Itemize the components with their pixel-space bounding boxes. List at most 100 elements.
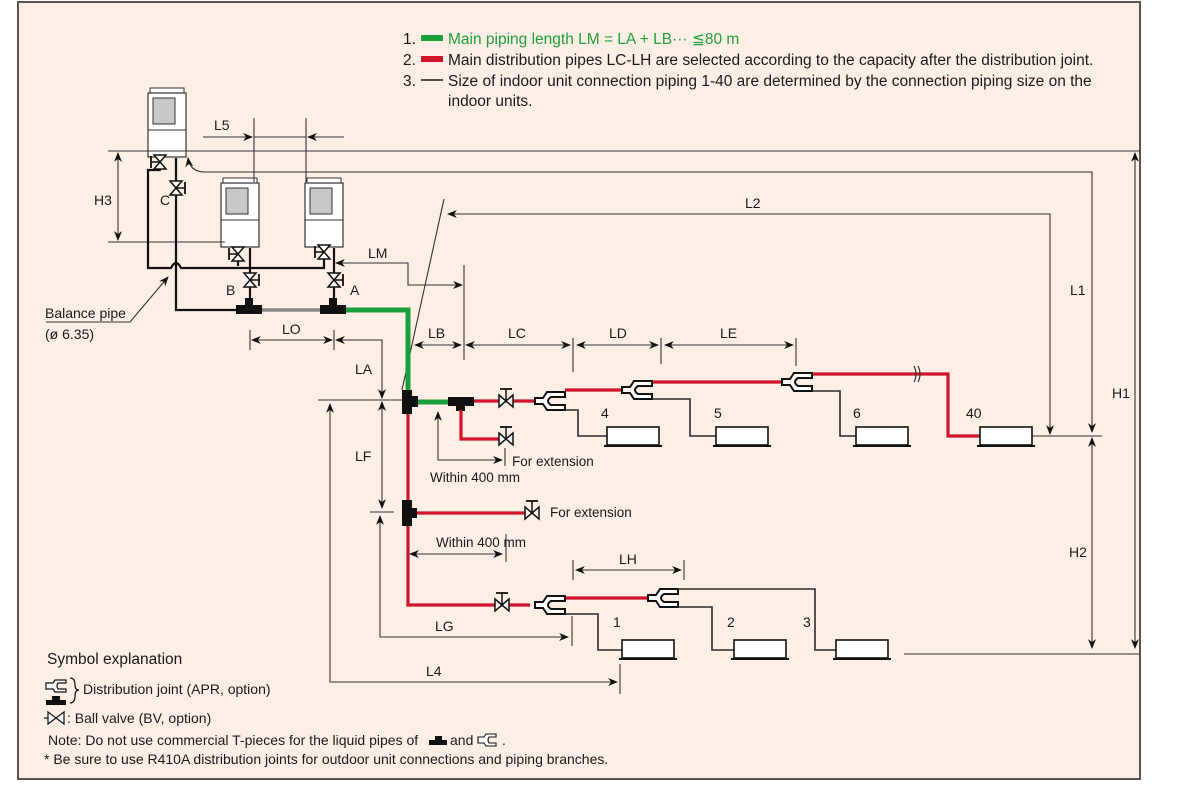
lo-label: LO	[282, 321, 301, 337]
note-3-text-line1: Size of indoor unit connection piping 1-…	[448, 73, 1092, 90]
l1-arrow-start	[185, 157, 206, 173]
legend-note-prefix: Note: Do not use commercial T-pieces for…	[48, 732, 418, 748]
unit-a-label: A	[350, 282, 360, 298]
indoor-unit-4-label: 4	[601, 405, 609, 421]
pipe-break-icon	[913, 365, 921, 383]
indoor-unit-40-icon	[976, 426, 1036, 447]
ball-valve-a-icon	[327, 272, 344, 288]
t-joint-a-icon	[320, 298, 346, 314]
ball-valve-extension-2-icon	[524, 500, 540, 520]
indoor-unit-1-icon	[618, 639, 678, 660]
note-2-num: 2.	[403, 52, 416, 69]
balance-pipe-pointer	[46, 276, 169, 323]
lh-label: LH	[619, 551, 637, 567]
distribution-joint-6-icon	[781, 372, 813, 392]
note-3-text-line2: indoor units.	[448, 93, 532, 110]
within-400-1-dimension	[434, 411, 503, 464]
h2-label: H2	[1069, 544, 1087, 560]
note-2-text: Main distribution pipes LC-LH are select…	[448, 52, 1093, 69]
indoor-unit-6-icon	[852, 426, 912, 447]
connection-pipe-6	[812, 390, 856, 437]
lc-label: LC	[508, 325, 526, 341]
indoor-unit-40-label: 40	[966, 405, 982, 421]
note-3-num: 3.	[403, 73, 416, 90]
legend-note-suffix: .	[502, 732, 506, 748]
note-1-text: Main piping length LM = LA + LB··· ≦80 m	[448, 31, 739, 48]
legend-title: Symbol explanation	[47, 651, 182, 668]
h3-label: H3	[94, 192, 112, 208]
ball-valve-extension-1-icon	[498, 426, 514, 446]
ld-label: LD	[609, 325, 627, 341]
outdoor-unit-a-icon	[304, 177, 344, 248]
pipe-to-40	[812, 372, 980, 438]
for-extension-1-label: For extension	[512, 454, 594, 469]
l2-label: L2	[745, 195, 761, 211]
h1-label: H1	[1112, 385, 1130, 401]
lf-label: LF	[355, 448, 371, 464]
ball-valve-b-balance-icon	[228, 246, 245, 262]
outdoor-unit-c-icon	[147, 87, 187, 158]
l2-dimension	[447, 210, 1054, 435]
indoor-unit-5-icon	[712, 426, 772, 447]
legend-footnote: * Be sure to use R410A distribution join…	[44, 751, 608, 767]
outdoor-unit-b-icon	[220, 177, 260, 248]
for-extension-2-label: For extension	[550, 505, 632, 520]
lg-label: LG	[435, 618, 454, 634]
legend-note-t-joint-icon	[429, 736, 447, 745]
balance-pipe	[146, 158, 326, 270]
ball-valve-lg-icon	[494, 592, 510, 612]
la-label: LA	[355, 361, 373, 377]
ball-valve-b-icon	[243, 272, 260, 288]
within-400-1-label: Within 400 mm	[430, 470, 520, 485]
balance-pipe-label: Balance pipe	[45, 305, 126, 321]
notes: 1. Main piping length LM = LA + LB··· ≦8…	[403, 31, 1093, 110]
t-joint-branch-2-icon	[448, 397, 474, 411]
unit-b-label: B	[226, 282, 235, 298]
unit-c-label: C	[160, 192, 170, 208]
note-1-green-line-icon	[421, 35, 443, 41]
t-joint-b-icon	[236, 298, 262, 314]
l5-label: L5	[214, 117, 230, 133]
main-pipe-la	[346, 307, 411, 396]
connection-pipe-5	[652, 398, 716, 437]
t-joint-branch-lf-icon	[402, 500, 417, 526]
l4-label: L4	[426, 663, 442, 679]
la-dimension	[335, 336, 386, 399]
pipe-extension-1	[459, 410, 500, 441]
note-1-num: 1.	[403, 31, 416, 48]
legend-note-y-joint-icon	[477, 733, 497, 747]
lm-dimension	[335, 259, 463, 289]
indoor-unit-5-label: 5	[714, 405, 722, 421]
lb-label: LB	[428, 325, 445, 341]
indoor-unit-1-label: 1	[613, 614, 621, 630]
indoor-unit-6-label: 6	[853, 405, 861, 421]
connection-pipe-2	[678, 606, 734, 651]
l1-dimension	[205, 171, 1096, 433]
l1-label: L1	[1070, 282, 1086, 298]
ball-valve-lc-icon	[498, 388, 514, 408]
legend-distribution-joint-icon	[45, 677, 80, 705]
indoor-unit-2-icon	[730, 639, 790, 660]
indoor-unit-3-icon	[832, 639, 892, 660]
distribution-joint-2-3-icon	[647, 588, 679, 608]
t-joint-branch-1-icon	[402, 390, 418, 414]
distribution-joint-1-icon	[534, 595, 566, 615]
pipe-c-main	[174, 158, 245, 312]
note-2-red-line-icon	[421, 56, 443, 62]
ball-valve-c-icon	[169, 180, 186, 196]
legend-distribution-joint-label: Distribution joint (APR, option)	[83, 681, 271, 697]
indoor-unit-2-label: 2	[727, 614, 735, 630]
indoor-unit-4-icon	[603, 426, 663, 447]
lm-label: LM	[368, 245, 387, 261]
legend-note-and: and	[450, 732, 473, 748]
connection-pipe-3	[678, 588, 836, 651]
legend-ball-valve-icon	[44, 710, 65, 726]
legend-ball-valve-label: : Ball valve (BV, option)	[67, 710, 211, 726]
balance-pipe-size: (ø 6.35)	[45, 326, 94, 342]
l4-dimension	[326, 403, 618, 686]
distribution-joint-4-icon	[534, 391, 566, 411]
distribution-joint-5-icon	[621, 380, 653, 400]
le-label: LE	[720, 325, 737, 341]
indoor-unit-3-label: 3	[803, 614, 811, 630]
